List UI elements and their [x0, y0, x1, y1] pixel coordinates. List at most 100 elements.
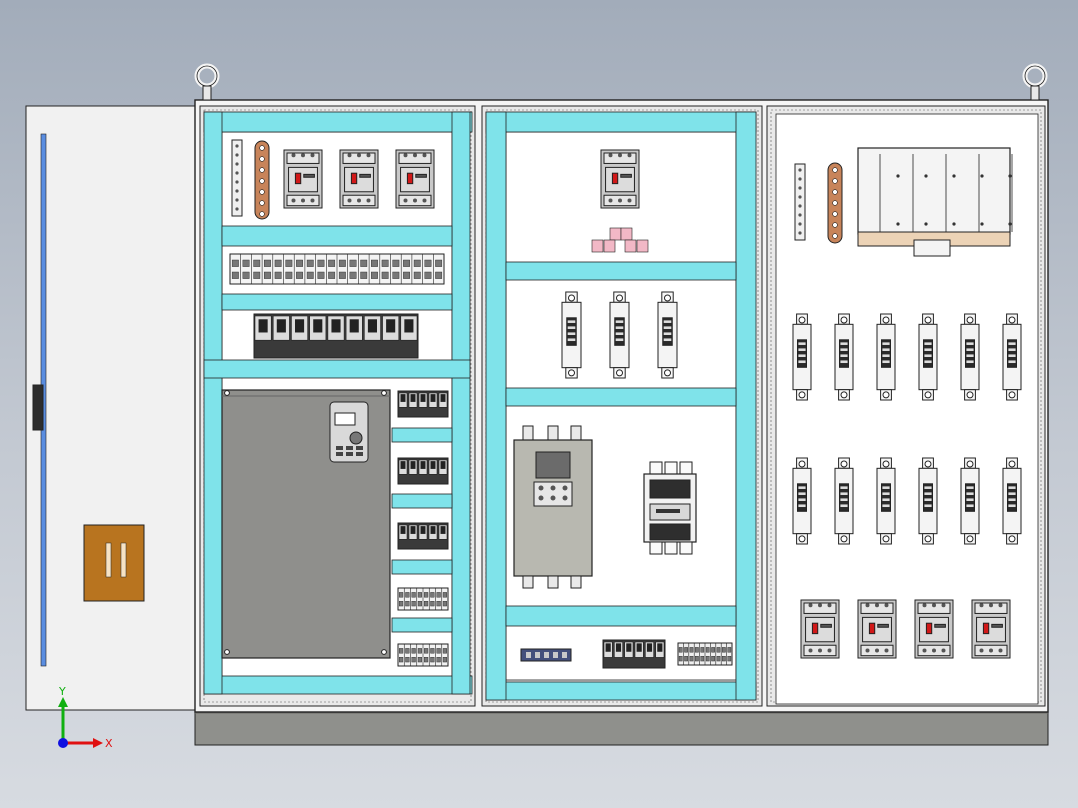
fuse-bottom-screw: [798, 535, 806, 543]
mid-rail-3: [505, 605, 737, 627]
isolator-screw: [952, 174, 956, 178]
terminal-screw: [405, 657, 410, 663]
fuse-text: [924, 498, 932, 501]
contactor-bottom-block: [649, 523, 691, 541]
neutral-terminal-bar: [231, 139, 243, 217]
breaker-top-terminals: [860, 602, 894, 614]
fuse-text: [615, 332, 624, 335]
busbar-hole: [259, 178, 265, 184]
isolator-screw: [1008, 174, 1012, 178]
breaker-label: [991, 623, 1003, 628]
breaker-screw: [608, 153, 613, 158]
terminal-screw: [349, 259, 357, 267]
relay-indicator: [420, 526, 426, 534]
relay-indicator: [276, 319, 286, 333]
fuse-text: [840, 354, 848, 357]
terminal-screw: [360, 259, 368, 267]
breaker-screw: [827, 603, 832, 608]
neutral-screw: [235, 198, 239, 202]
x-axis-head: [93, 738, 103, 748]
fuse-window: [662, 317, 673, 346]
fuse-window: [839, 483, 849, 512]
relay-indicator: [400, 526, 406, 534]
fuse-text: [567, 332, 576, 335]
fuse-window: [881, 483, 891, 512]
breaker-screw: [941, 603, 946, 608]
fuse-window: [965, 339, 975, 368]
fuse-text: [663, 326, 672, 329]
blue-terminal-screw: [553, 652, 558, 658]
soft-starter-screen: [535, 451, 571, 479]
neutral-screw: [798, 231, 802, 235]
fuse-top-screw: [616, 294, 623, 302]
door-panel: [25, 105, 197, 711]
neutral-screw: [798, 222, 802, 226]
pink-module: [591, 239, 604, 253]
fuse-bottom-screw: [882, 391, 890, 399]
relay-indicator: [440, 526, 446, 534]
fuse-bottom-screw: [840, 535, 848, 543]
contactor: [643, 461, 697, 555]
fuse-text: [798, 342, 806, 345]
fuse-text: [1008, 348, 1016, 351]
busbar-hole: [832, 233, 838, 239]
isolator-screw: [896, 174, 900, 178]
breaker-screw: [618, 153, 622, 158]
breaker-screw: [366, 153, 371, 158]
terminal-block-blue: [520, 648, 572, 662]
fuse-top-screw: [924, 460, 932, 468]
left-bottom-rail: [203, 675, 473, 695]
breaker-screw: [818, 648, 822, 653]
neutral-screw: [235, 144, 239, 148]
fuse-holder: [918, 457, 938, 545]
fuse-holder: [834, 457, 854, 545]
fuse-text: [882, 360, 890, 364]
breaker-handle: [925, 622, 933, 635]
fuse-holder: [876, 313, 896, 401]
breaker-screw: [301, 153, 305, 158]
pink-module: [603, 239, 616, 253]
fuse-holder: [609, 291, 630, 379]
terminal-screw: [411, 592, 416, 598]
fuse-text: [1008, 498, 1016, 501]
left-top-rail: [203, 111, 473, 133]
terminal-screw: [695, 647, 699, 653]
terminal-screw: [435, 271, 443, 279]
fuse-bottom-screw: [798, 391, 806, 399]
terminal-screw: [403, 271, 410, 279]
contactor-top-block: [649, 479, 691, 499]
neutral-screw: [798, 177, 802, 181]
fuse-text: [882, 492, 890, 495]
breaker-screw: [627, 198, 632, 203]
relay-indicator: [400, 394, 406, 402]
fuse-top-screw: [664, 294, 671, 302]
terminal-screw: [436, 657, 441, 663]
terminal-screw: [442, 657, 447, 663]
neutral-screw: [235, 189, 239, 193]
terminal-screw: [296, 259, 303, 267]
terminal-screw: [338, 271, 346, 279]
relay-bank: [253, 313, 419, 359]
breaker-screw: [422, 153, 427, 158]
terminal-screw: [689, 656, 694, 662]
isolator-screw: [1008, 222, 1012, 226]
fuse-bottom-screw: [882, 535, 890, 543]
terminal-screw: [417, 592, 422, 598]
handle-slot: [105, 542, 112, 578]
breaker-face: [288, 166, 318, 193]
fuse-text: [798, 348, 806, 351]
breaker-top-terminals: [286, 152, 320, 164]
terminal-strip: [229, 253, 445, 285]
relay-indicator: [410, 461, 416, 469]
lifting-eye-stem: [1030, 85, 1040, 101]
breaker-face: [805, 616, 835, 643]
terminal-screw: [264, 271, 271, 279]
terminal-screw: [274, 259, 282, 267]
breaker-screw: [403, 153, 408, 158]
breaker-face: [862, 616, 892, 643]
terminal-screw: [424, 271, 432, 279]
breaker-screw: [989, 648, 993, 653]
left-rail-2: [221, 293, 453, 311]
